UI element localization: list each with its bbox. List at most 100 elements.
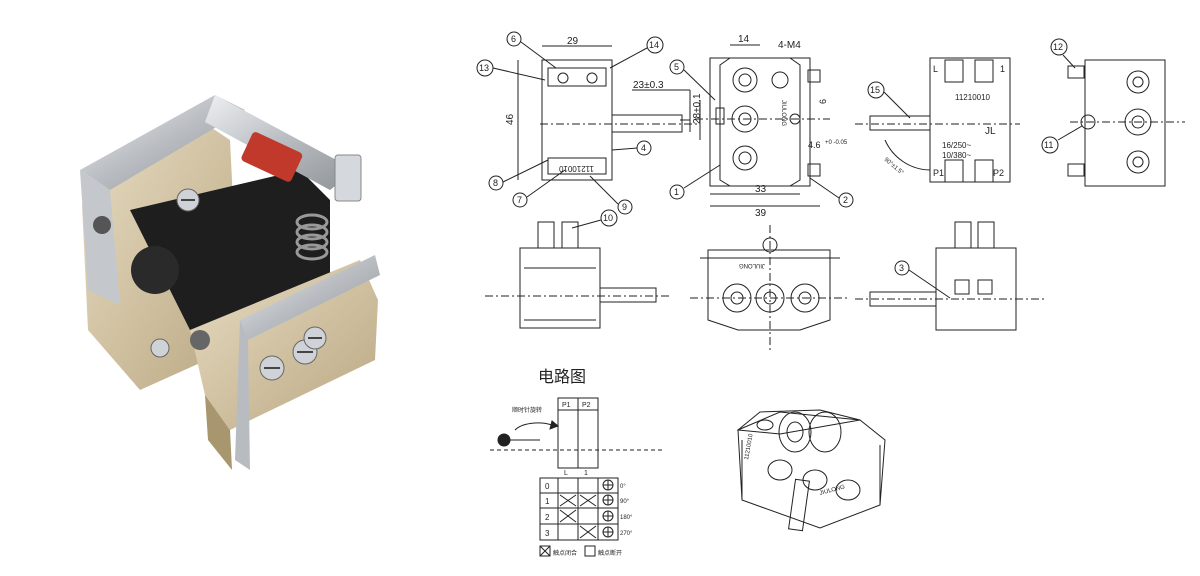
callouts: 1 2 3 4 5 6 7 8 9 10 11 12 13 14 15 — [476, 31, 1083, 299]
svg-text:1: 1 — [584, 470, 588, 477]
svg-text:6: 6 — [511, 34, 516, 44]
view-front-2 — [485, 221, 670, 329]
callout-6: 6 — [506, 31, 557, 69]
metal-frame-top — [80, 95, 245, 190]
view-top-2 — [855, 221, 1045, 331]
svg-text:11: 11 — [1044, 140, 1053, 150]
dim-4m4: 4-M4 — [778, 40, 801, 51]
dim-4-6-tol: +0 -0.05 — [825, 140, 848, 146]
callout-14: 14 — [609, 36, 664, 69]
view-side-2: JIULONG — [690, 225, 850, 350]
callout-4: 4 — [611, 140, 652, 156]
dim-6: 6 — [818, 99, 828, 104]
view-side: 14 4-M4 28±0.1 6 4.6 +0 -0.05 33 39 JIUL… — [692, 34, 848, 219]
callout-9: 9 — [589, 175, 633, 215]
legend-open: 触点断开 — [598, 549, 622, 557]
svg-text:14: 14 — [649, 40, 659, 50]
svg-text:3: 3 — [545, 529, 550, 538]
brand-mark-iso: JIULONG — [819, 484, 846, 497]
callout-2: 2 — [809, 177, 854, 208]
brand-mark: JL — [985, 126, 996, 137]
svg-text:2: 2 — [545, 513, 550, 522]
svg-text:2: 2 — [843, 195, 848, 205]
dim-23: 23±0.3 — [633, 80, 664, 91]
callout-12: 12 — [1050, 38, 1076, 69]
callout-15: 15 — [867, 81, 911, 119]
model-mark-top: 11210010 — [955, 93, 991, 102]
dim-33: 33 — [755, 184, 767, 195]
row-0: 0 0° — [545, 479, 626, 491]
ceramic-base — [205, 395, 232, 470]
label-p1: P1 — [933, 168, 944, 178]
svg-text:180°: 180° — [620, 515, 633, 521]
metal-bracket-leg — [235, 320, 250, 470]
view-top: L 1 11210010 JL 16/250~ 10/380~ P1 P2 90… — [855, 57, 1020, 183]
shaft — [334, 154, 362, 202]
svg-text:P2: P2 — [582, 402, 591, 409]
view-front: 29 46 23±0.3 11210010 — [505, 36, 700, 181]
row-3: 3 270° — [545, 525, 633, 539]
metal-bracket-front — [240, 255, 380, 340]
circuit-diagram: 电路图 顺时针旋转 P1 P2 L 1 0 0° 1 90° — [490, 367, 665, 557]
svg-text:15: 15 — [870, 85, 880, 95]
rivet-icon — [190, 330, 210, 350]
row-2: 2 180° — [545, 509, 633, 523]
brand-mark-side-2: JIULONG — [739, 262, 765, 268]
mount-hole-icon — [93, 216, 111, 234]
model-mark-front: 11210010 — [558, 164, 594, 173]
svg-text:P1: P1 — [562, 402, 571, 409]
svg-text:3: 3 — [899, 263, 904, 273]
dim-39: 39 — [755, 208, 767, 219]
circuit-title: 电路图 — [538, 367, 586, 386]
ceramic-housing-front — [190, 260, 378, 430]
dim-14: 14 — [738, 34, 750, 45]
svg-text:13: 13 — [479, 63, 489, 73]
callout-1: 1 — [669, 164, 721, 200]
svg-text:1: 1 — [674, 187, 679, 197]
label-l: L — [933, 64, 938, 74]
svg-text:12: 12 — [1053, 42, 1063, 52]
dim-28: 28±0.1 — [692, 93, 703, 124]
svg-text:5: 5 — [674, 62, 679, 72]
rotation-note: 顺时针旋转 — [512, 406, 542, 414]
svg-text:90°: 90° — [620, 499, 630, 505]
legend-closed: 触点闭合 — [553, 549, 577, 557]
label-p2: P2 — [993, 168, 1004, 178]
model-mark-iso: 11210010 — [744, 433, 755, 461]
callout-5: 5 — [669, 59, 716, 101]
svg-text:7: 7 — [517, 195, 522, 205]
svg-text:1: 1 — [545, 497, 550, 506]
metal-frame-side — [205, 95, 355, 190]
isometric-drawing: 11210010 JIULONG — [736, 409, 886, 532]
callout-8: 8 — [488, 159, 549, 191]
rating-1: 16/250~ — [942, 141, 971, 150]
brand-mark-side: JIULONG — [780, 100, 786, 126]
row-1: 1 90° — [545, 494, 630, 507]
callout-3: 3 — [894, 260, 951, 299]
svg-text:0°: 0° — [620, 484, 626, 490]
rating-2: 10/380~ — [942, 151, 971, 160]
callout-10: 10 — [571, 209, 618, 229]
svg-text:4: 4 — [641, 143, 646, 153]
dim-29: 29 — [567, 36, 579, 47]
svg-text:8: 8 — [493, 178, 498, 188]
switch-body — [130, 170, 330, 330]
svg-text:270°: 270° — [620, 531, 633, 537]
view-right — [1067, 59, 1185, 187]
terminal-screws — [150, 188, 327, 381]
shaft-hole-icon — [131, 246, 179, 294]
spring-icon — [295, 213, 329, 261]
callout-11: 11 — [1041, 125, 1083, 154]
svg-text:10: 10 — [603, 213, 613, 223]
red-cam-part — [241, 132, 303, 182]
callout-13: 13 — [476, 59, 546, 81]
label-1: 1 — [1000, 64, 1005, 74]
svg-text:0: 0 — [545, 482, 550, 491]
callout-7: 7 — [512, 169, 566, 208]
product-photo — [80, 95, 380, 470]
svg-text:9: 9 — [622, 202, 627, 212]
svg-text:L: L — [564, 470, 568, 477]
dim-4-6: 4.6 — [808, 140, 821, 150]
dim-46: 46 — [505, 113, 516, 125]
